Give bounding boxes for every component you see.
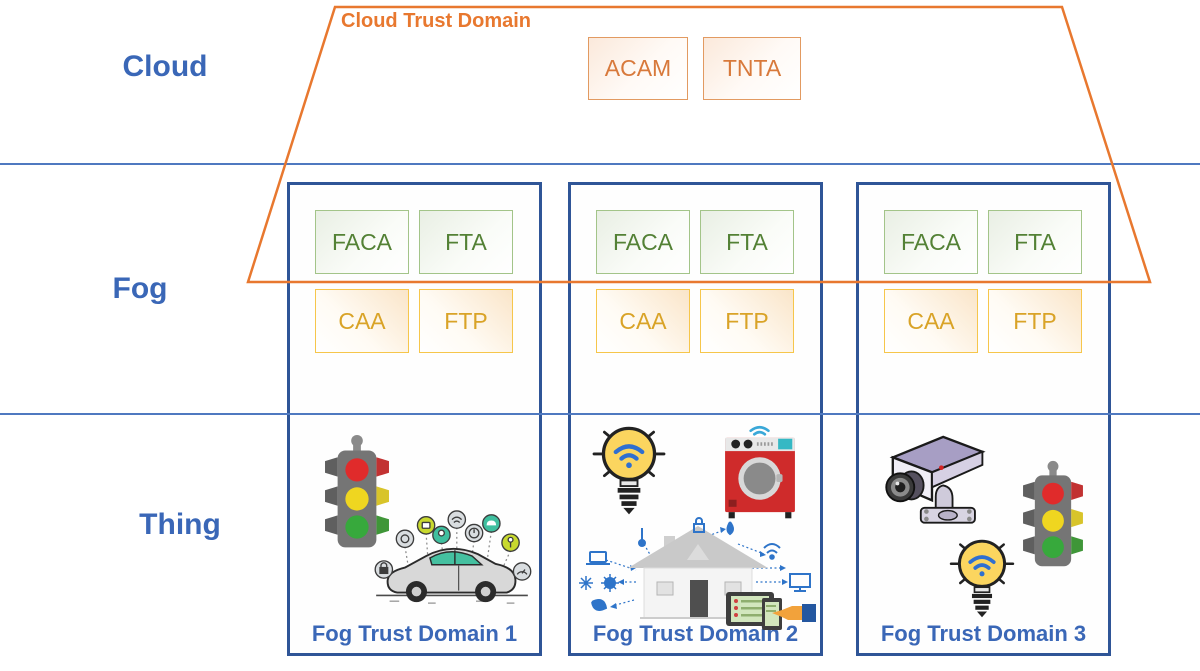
ftp-box: FTP [419,289,513,353]
fog-thing-divider-line [0,413,1200,415]
fog-trust-domain-1-label: Fog Trust Domain 1 [311,621,518,646]
connected-car-icon [370,510,534,606]
traffic-light-icon [1018,460,1088,578]
layer-label-fog: Fog [112,272,168,305]
caa-box: CAA [596,289,690,353]
fta-box: FTA [988,210,1082,274]
fog-trust-domain-3-label: Fog Trust Domain 3 [880,621,1087,646]
washing-machine-icon [718,418,802,524]
caa-box: CAA [315,289,409,353]
smart-bulb-icon [944,532,1020,624]
fta-box: FTA [419,210,513,274]
smart-bulb-icon [586,418,672,522]
faca-box: FACA [884,210,978,274]
cloud-trust-domain-label: Cloud Trust Domain [341,10,531,32]
acam-box: ACAM [588,37,688,100]
tnta-box: TNTA [703,37,801,100]
layer-label-thing: Thing [139,508,221,541]
smart-home-icon [578,516,818,630]
cloud-fog-divider-line [0,163,1200,165]
cctv-camera-icon [876,424,988,530]
layer-label-cloud: Cloud [122,50,208,83]
fta-box: FTA [700,210,794,274]
ftp-box: FTP [988,289,1082,353]
faca-box: FACA [596,210,690,274]
ftp-box: FTP [700,289,794,353]
faca-box: FACA [315,210,409,274]
traffic-light-icon [323,434,391,560]
caa-box: CAA [884,289,978,353]
